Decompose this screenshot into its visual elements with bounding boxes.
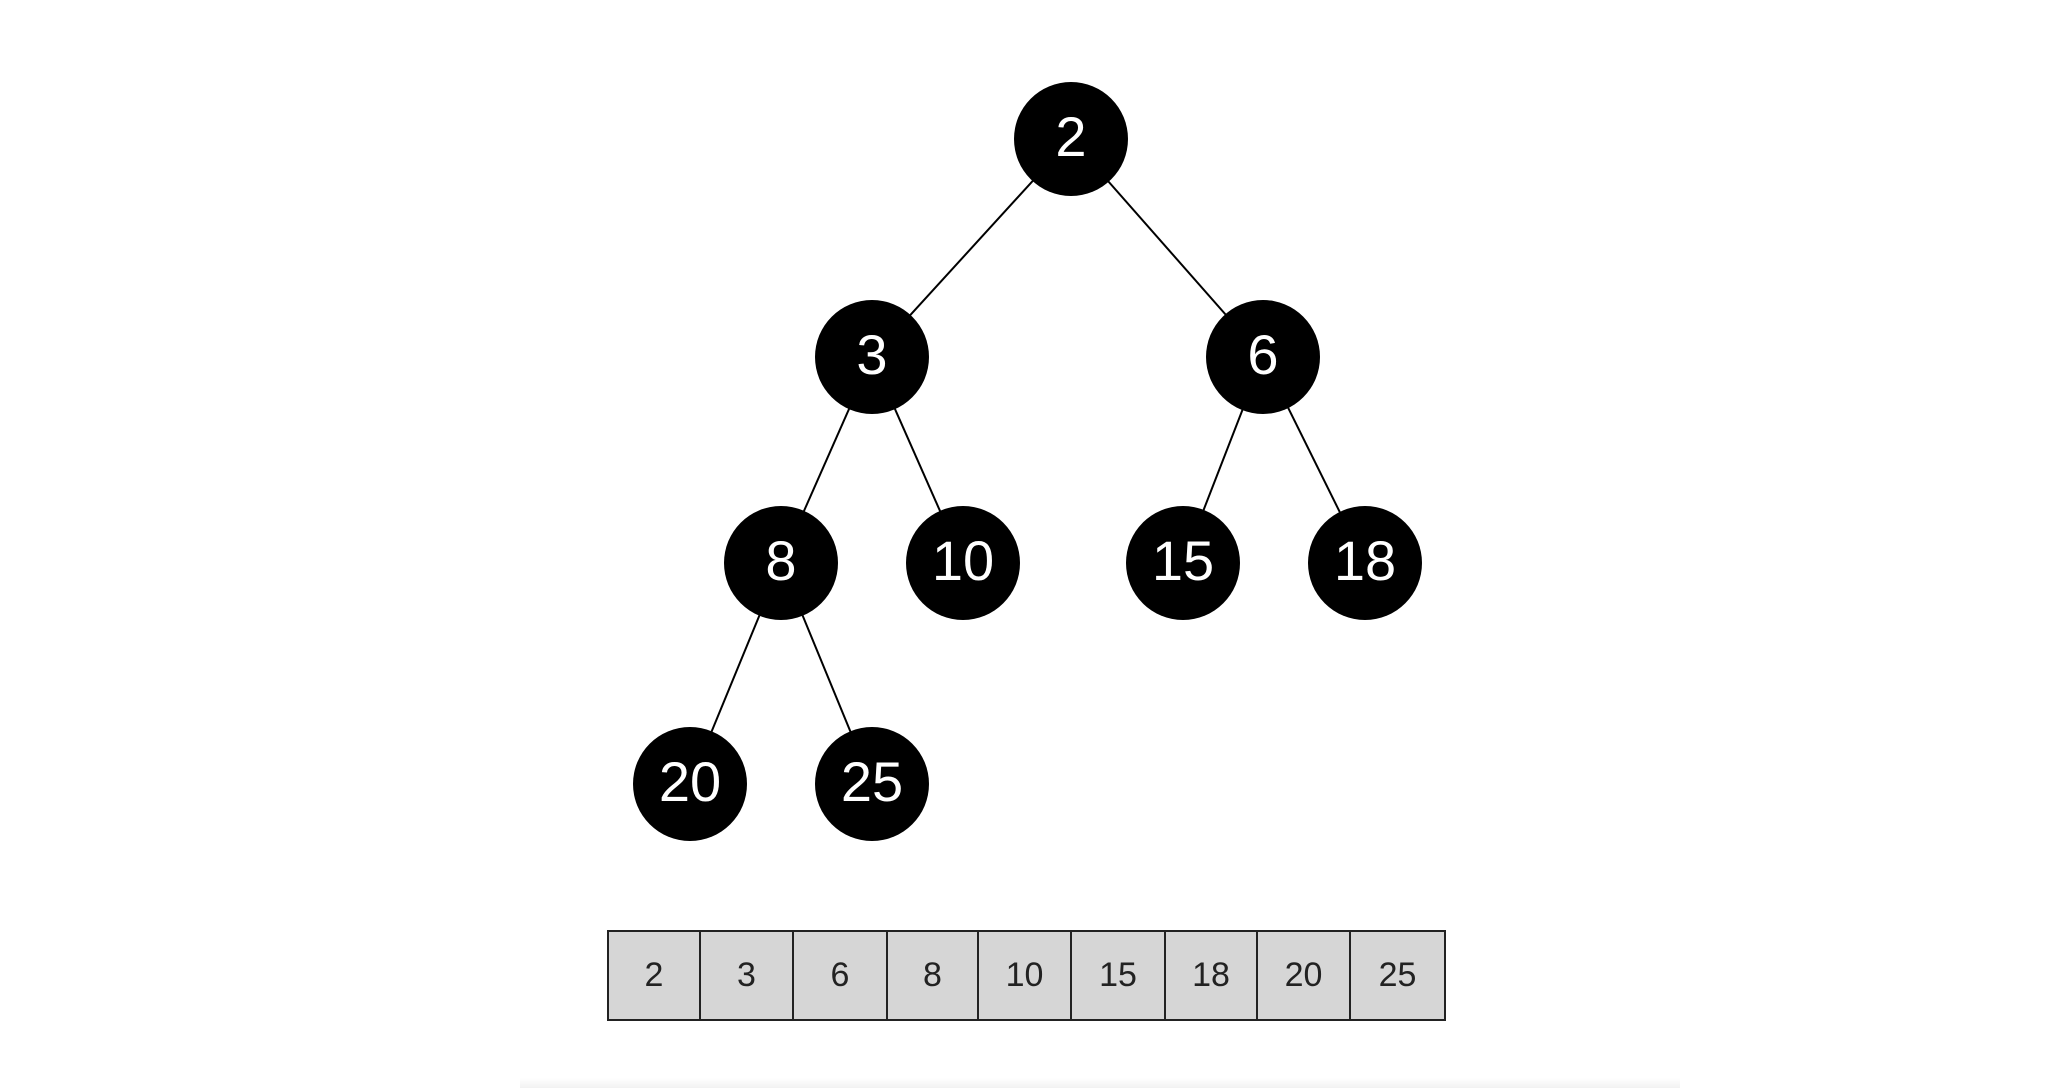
tree-node-circle <box>1206 300 1320 414</box>
array-cell: 10 <box>979 932 1072 1019</box>
tree-node-label: 15 <box>1152 529 1214 592</box>
array-cell: 18 <box>1166 932 1258 1019</box>
tree-nodes: 2 3 6 8 10 15 18 20 25 <box>633 82 1422 841</box>
tree-node-label: 18 <box>1334 529 1396 592</box>
array-cell: 8 <box>888 932 979 1019</box>
tree-node: 18 <box>1308 506 1422 620</box>
array-cell: 15 <box>1072 932 1166 1019</box>
tree-node: 15 <box>1126 506 1240 620</box>
array-cell: 3 <box>701 932 794 1019</box>
tree-node-circle <box>633 727 747 841</box>
tree-node: 3 <box>815 300 929 414</box>
tree-node-label: 25 <box>841 750 903 813</box>
tree-node: 25 <box>815 727 929 841</box>
tree-node-label: 2 <box>1055 105 1086 168</box>
array-cell: 6 <box>794 932 888 1019</box>
array-cell: 25 <box>1378 956 1417 994</box>
tree-node: 8 <box>724 506 838 620</box>
tree-node-circle <box>1308 506 1422 620</box>
tree-node: 10 <box>906 506 1020 620</box>
tree-node-label: 6 <box>1247 323 1278 386</box>
tree-node-circle <box>815 300 929 414</box>
array-cell: 2 <box>609 932 701 1019</box>
bottom-shadow <box>520 1078 1680 1088</box>
tree-node: 2 <box>1014 82 1128 196</box>
tree-node: 6 <box>1206 300 1320 414</box>
tree-node-circle <box>724 506 838 620</box>
tree-node-circle <box>1126 506 1240 620</box>
tree-node-label: 10 <box>932 529 994 592</box>
tree-node-label: 20 <box>659 750 721 813</box>
tree-node-label: 3 <box>856 323 887 386</box>
tree-node-label: 8 <box>765 529 796 592</box>
array-cell: 20 <box>1258 932 1351 1019</box>
tree-node-circle <box>815 727 929 841</box>
tree-node-circle <box>1014 82 1128 196</box>
tree-node: 20 <box>633 727 747 841</box>
tree-edges <box>689 138 1366 785</box>
tree-node-circle <box>906 506 1020 620</box>
